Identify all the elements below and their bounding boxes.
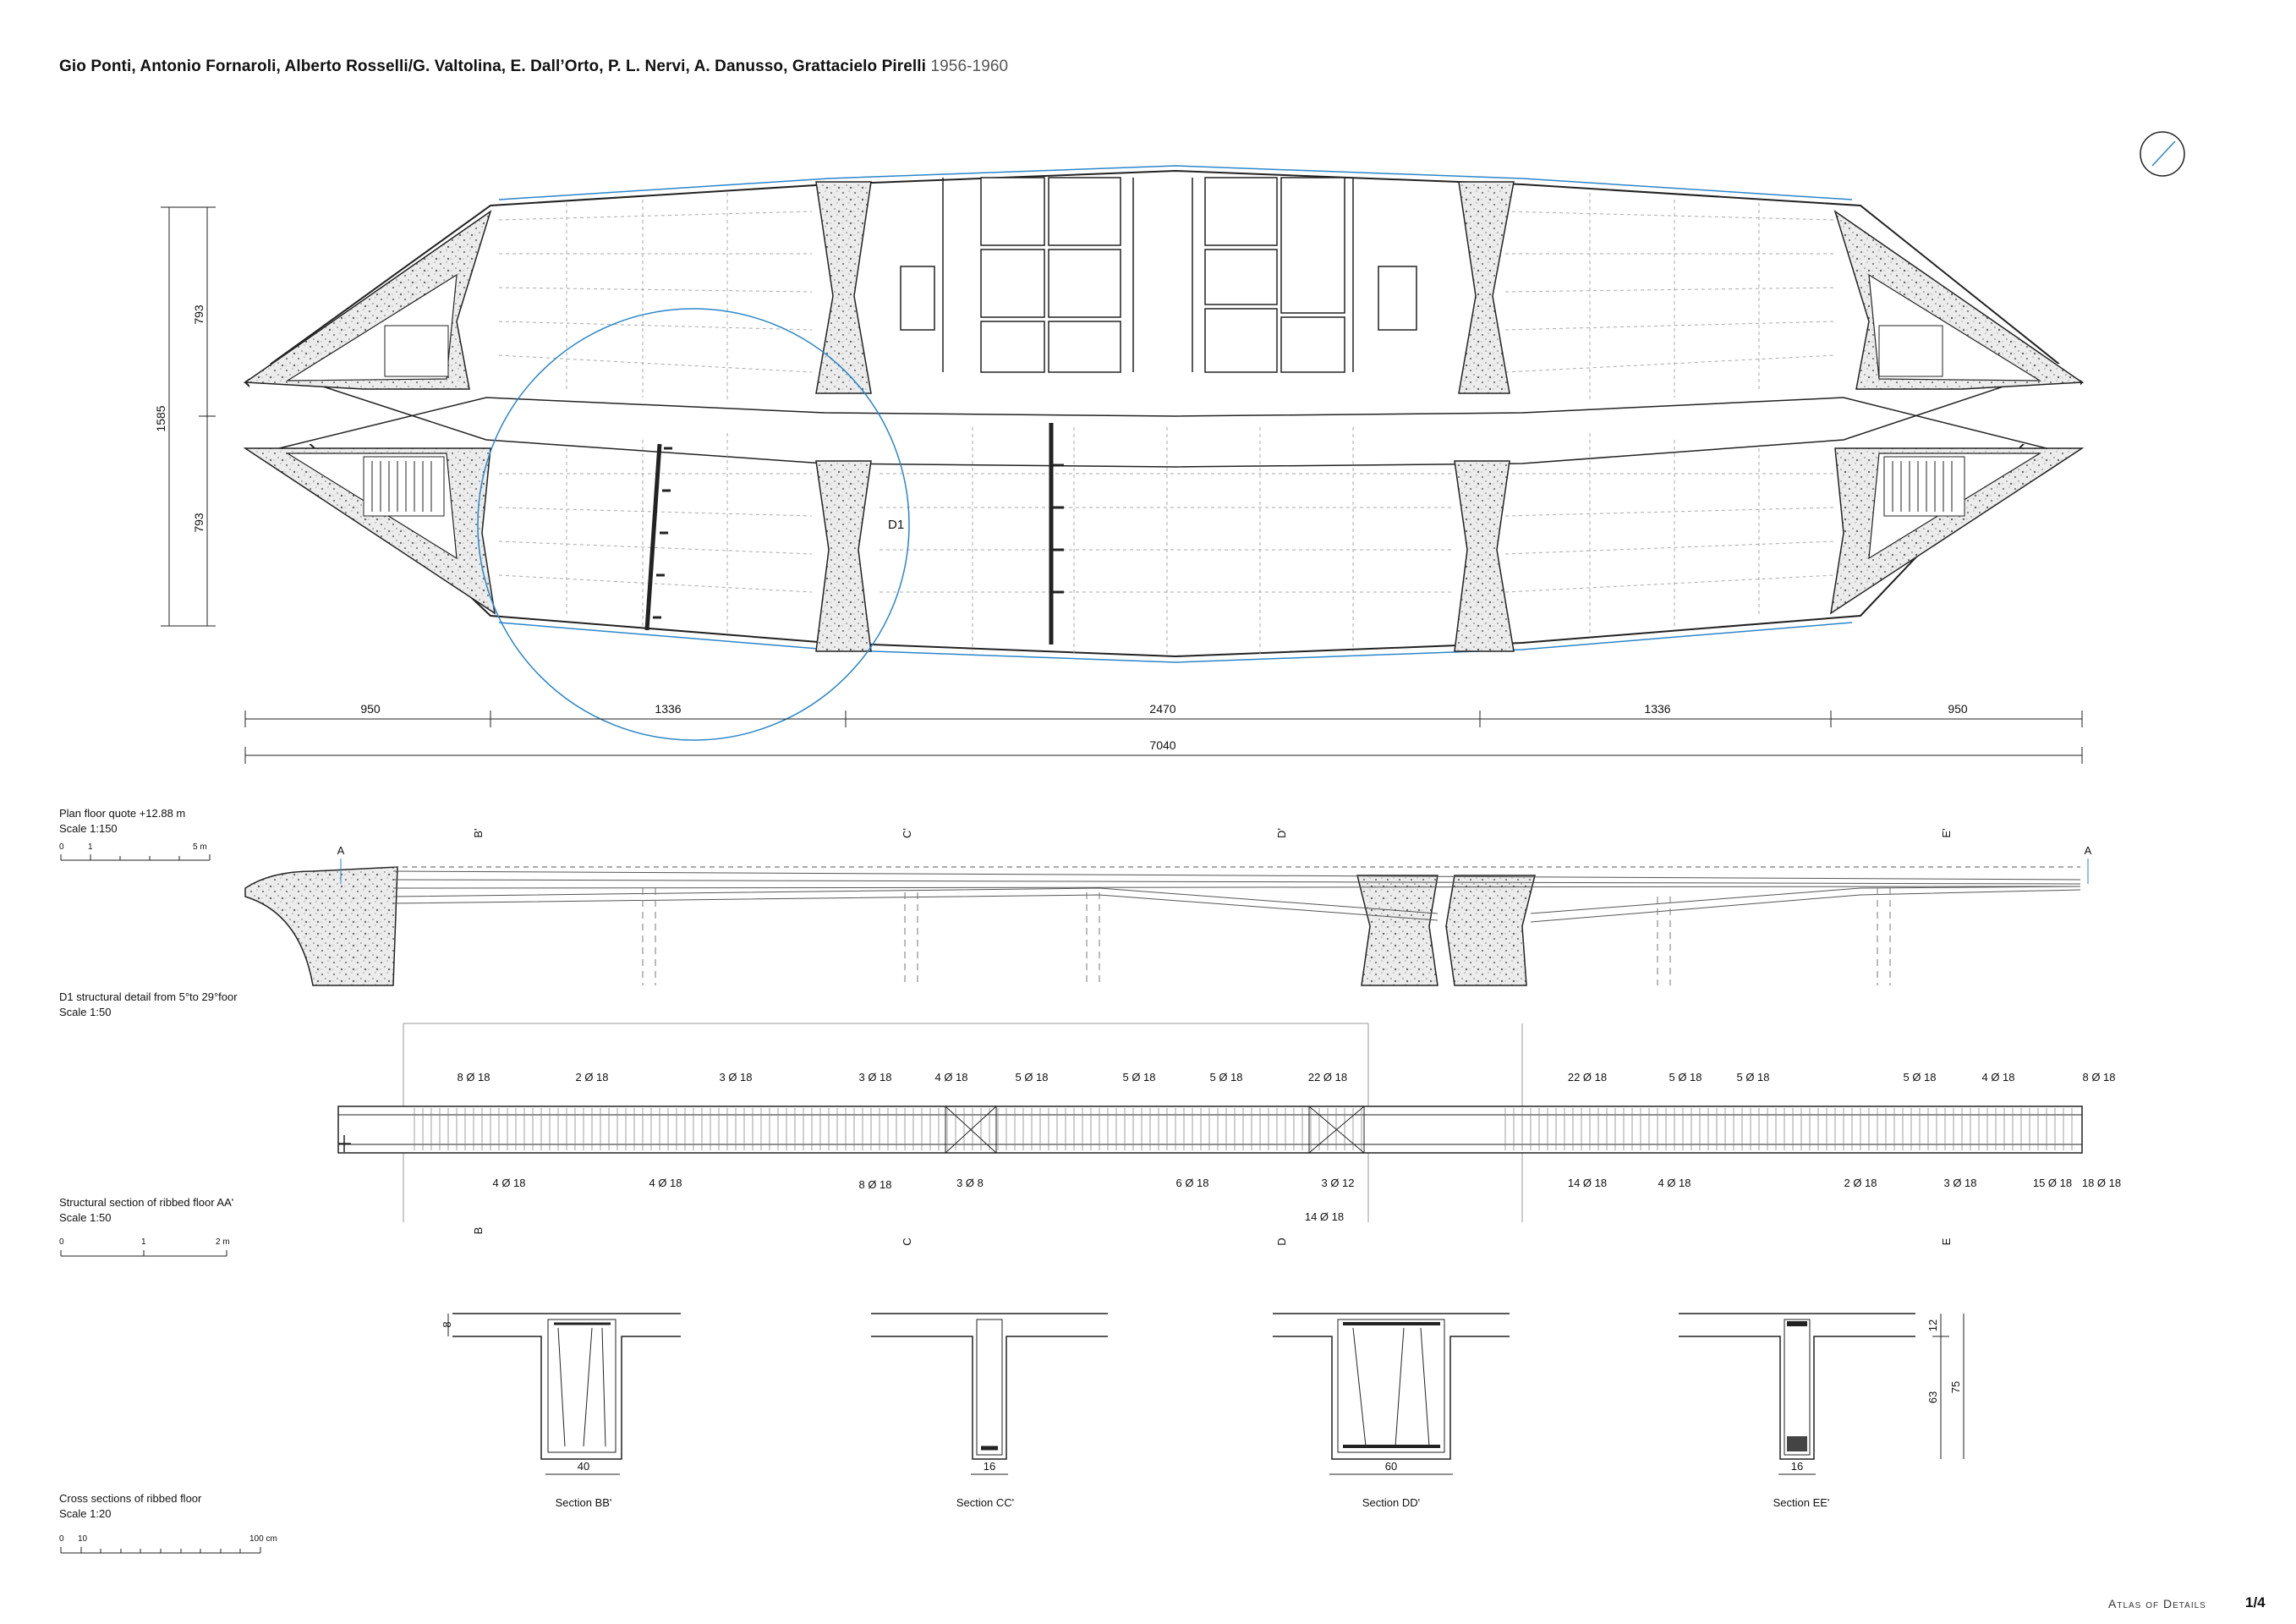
section-name-dd: Section DD' [1362,1496,1420,1509]
dim-right-top: 12 [1926,1320,1939,1331]
scale-plan-5: 5 m [193,842,207,852]
rebar-top-15: 8 Ø 18 [2082,1071,2115,1084]
rebar-top-14: 4 Ø 18 [1981,1071,2014,1084]
rebar-bottom-3: 8 Ø 18 [858,1178,891,1191]
rebar-top-3: 3 Ø 18 [719,1071,752,1084]
rebar-top-13: 5 Ø 18 [1903,1071,1936,1084]
dim-slab: 8 [441,1321,453,1327]
cross-sections [447,1313,1964,1475]
rebar-top-12: 5 Ø 18 [1736,1071,1769,1084]
rebar-bottom-11: 3 Ø 18 [1943,1177,1976,1189]
caption-plan-scale: Scale 1:150 [59,822,118,835]
north-arrow-icon [2140,131,2185,177]
rebar-top-6: 5 Ø 18 [1015,1071,1048,1084]
dim-total: 7040 [1149,738,1175,752]
dim-left-lower: 793 [192,513,205,533]
rebar-bottom-12: 15 Ø 18 [2033,1177,2072,1189]
width-ee: 16 [1791,1460,1803,1473]
width-bb: 40 [578,1460,589,1473]
rebar-bottom-8: 14 Ø 18 [1568,1177,1607,1189]
dim-bottom-2: 1336 [655,702,681,716]
footer-atlas: Atlas of Details [2108,1597,2206,1610]
scale-cross-10: 10 [78,1534,88,1544]
dim-bottom-4: 1336 [1644,702,1670,716]
scale-section-2: 2 m [216,1237,230,1247]
rebar-bottom-6: 3 Ø 12 [1321,1177,1354,1189]
caption-plan: Plan floor quote +12.88 m Scale 1:150 [59,806,185,837]
section-name-cc: Section CC' [956,1496,1014,1509]
rebar-bottom-9: 4 Ø 18 [1658,1177,1690,1189]
rebar-bottom-1: 4 Ø 18 [492,1177,525,1189]
cross-section-labels: 8 40 16 60 16 12 63 75 Section BB' Secti… [441,1320,1962,1509]
scale-plan-0: 0 [59,842,64,852]
rebar-top-8: 5 Ø 18 [1209,1071,1242,1084]
scale-bar-cross [60,1547,261,1554]
dim-right-rib: 63 [1926,1391,1939,1403]
title-authors: Gio Ponti, Antonio Fornaroli, Alberto Ro… [59,58,927,75]
page-number: 1/4 [2245,1594,2266,1610]
caption-cross: Cross sections of ribbed floor Scale 1:2… [59,1491,201,1522]
rebar-bottom-2: 4 Ø 18 [649,1177,682,1189]
dim-left-total: 1585 [154,405,167,431]
d1-structural-detail: A B' C' D' E' A [244,828,2092,986]
caption-plan-title: Plan floor quote +12.88 m [59,807,186,820]
section-aa [337,1023,2083,1222]
caption-detail-title: D1 structural detail from 5°to 29°foor [59,990,238,1003]
dim-bottom-5: 950 [1948,702,1968,716]
page-title: Gio Ponti, Antonio Fornaroli, Alberto Ro… [59,58,1008,76]
caption-detail: D1 structural detail from 5°to 29°foor S… [59,990,238,1020]
caption-cross-title: Cross sections of ribbed floor [59,1492,202,1505]
section-marker-e-bottom: E [1940,1237,1953,1245]
section-name-ee: Section EE' [1773,1496,1830,1509]
caption-detail-scale: Scale 1:50 [59,1006,112,1018]
scale-bar-plan [60,854,211,861]
rebar-bottom-5: 6 Ø 18 [1175,1177,1208,1189]
caption-section-scale: Scale 1:50 [59,1211,112,1224]
section-marker-d-top: D' [1275,828,1288,838]
rebar-top-9: 22 Ø 18 [1308,1071,1347,1084]
section-markers-bottom: B C D E [472,1227,1953,1246]
scale-bar-section [60,1250,227,1257]
caption-section: Structural section of ribbed floor AA' S… [59,1195,233,1226]
scale-cross-0: 0 [59,1534,64,1544]
rebar-top-11: 5 Ø 18 [1669,1071,1701,1084]
caption-cross-scale: Scale 1:20 [59,1507,112,1520]
section-marker-b-top: B' [472,828,485,837]
section-marker-b-bottom: B [472,1227,485,1235]
rebar-bottom-13: 18 Ø 18 [2082,1177,2121,1189]
rebar-bottom-7: 14 Ø 18 [1305,1210,1344,1223]
rebar-top-10: 22 Ø 18 [1568,1071,1607,1084]
rebar-bottom-4: 3 Ø 8 [956,1177,984,1189]
dim-bottom-1: 950 [360,702,381,716]
section-marker-a-right: A [2085,844,2092,857]
scale-plan-1: 1 [88,842,93,852]
dim-bottom-3: 2470 [1149,702,1175,716]
scale-section-0: 0 [59,1237,64,1247]
section-marker-c-bottom: C [901,1237,913,1245]
width-dd: 60 [1385,1460,1397,1473]
section-name-bb: Section BB' [556,1496,612,1509]
width-cc: 16 [984,1460,995,1473]
rebar-top-7: 5 Ø 18 [1122,1071,1155,1084]
detail-label-d1: D1 [888,518,904,532]
rebar-top-1: 8 Ø 18 [457,1071,490,1084]
title-years: 1956-1960 [930,58,1009,75]
section-marker-c-top: C' [901,828,913,838]
rebar-bottom-10: 2 Ø 18 [1844,1177,1877,1189]
scale-cross-100: 100 cm [249,1534,277,1544]
scale-section-1: 1 [141,1237,146,1247]
caption-section-title: Structural section of ribbed floor AA' [59,1196,234,1209]
section-marker-d-bottom: D [1275,1237,1288,1245]
section-aa-labels: 8 Ø 18 2 Ø 18 3 Ø 18 3 Ø 18 4 Ø 18 5 Ø 1… [457,1071,2121,1223]
rebar-top-5: 4 Ø 18 [934,1071,967,1084]
section-marker-a-left: A [337,844,345,857]
dim-right-total: 75 [1949,1381,1962,1393]
section-marker-e-top: E' [1940,828,1953,837]
rebar-top-2: 2 Ø 18 [575,1071,608,1084]
floor-plan: D1 950 1336 2470 1336 950 7040 793 793 1… [154,165,2085,764]
rebar-top-4: 3 Ø 18 [858,1071,891,1084]
dim-left-upper: 793 [192,304,205,325]
